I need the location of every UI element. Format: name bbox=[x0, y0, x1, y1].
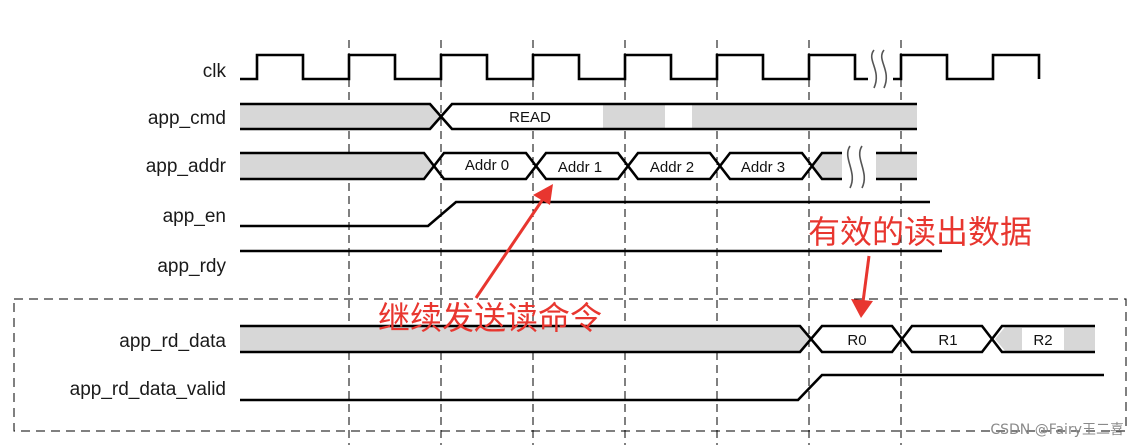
signal-label-app-en: app_en bbox=[163, 206, 226, 227]
cmd-hatched-segment bbox=[603, 104, 665, 129]
app-en-waveform bbox=[240, 200, 930, 228]
cmd-read-segment bbox=[441, 104, 603, 129]
continue-read-arrow-head bbox=[533, 184, 553, 205]
cmd-undefined-segment bbox=[240, 104, 441, 129]
rd-data-r2-label: R2 bbox=[1033, 332, 1052, 349]
signal-label-app-addr: app_addr bbox=[146, 156, 227, 177]
addr-0-label: Addr 0 bbox=[465, 157, 509, 174]
valid-data-arrow-head bbox=[851, 299, 873, 318]
addr-2-label: Addr 2 bbox=[650, 159, 694, 176]
valid-data-annotation: 有效的读出数据 bbox=[808, 213, 1032, 318]
read-data-group-box bbox=[13, 298, 1127, 432]
cmd-read-label: READ bbox=[509, 109, 551, 126]
app-rd-data-bus: R0 R1 R2 bbox=[240, 324, 1095, 354]
app-addr-bus: Addr 0 Addr 1 Addr 2 Addr 3 bbox=[240, 145, 917, 189]
rd-data-r2-window bbox=[1022, 328, 1064, 350]
cmd-gap-segment bbox=[665, 104, 692, 129]
signal-label-app-rd-data-valid: app_rd_data_valid bbox=[70, 379, 226, 400]
rd-data-r0-label: R0 bbox=[847, 332, 866, 349]
signal-label-app-rdy: app_rdy bbox=[157, 256, 226, 277]
clk-break-marks bbox=[870, 49, 888, 89]
app-rd-data-valid-waveform bbox=[240, 373, 1104, 402]
watermark: CSDN @Fairy王二喜 bbox=[990, 422, 1124, 438]
clk-waveform bbox=[240, 53, 868, 81]
addr-break-mark bbox=[846, 145, 854, 189]
continue-read-arrow bbox=[474, 198, 545, 299]
addr-undefined-segment bbox=[240, 153, 434, 179]
signal-label-app-cmd: app_cmd bbox=[148, 108, 226, 129]
cmd-edge-top bbox=[240, 102, 917, 131]
rd-data-r1-label: R1 bbox=[938, 332, 957, 349]
continue-read-annotation: 继续发送读命令 bbox=[378, 184, 602, 337]
addr-edge-b bbox=[240, 151, 917, 181]
clk-waveform-resumed bbox=[893, 53, 1041, 81]
signal-label-app-rd-data: app_rd_data bbox=[119, 331, 226, 352]
valid-data-arrow bbox=[861, 255, 871, 303]
cmd-tail-segment bbox=[692, 104, 917, 129]
valid-data-text: 有效的读出数据 bbox=[808, 213, 1032, 251]
rd-data-undefined-segment bbox=[240, 326, 812, 352]
signal-label-clk: clk bbox=[203, 61, 227, 82]
app-cmd-bus: READ bbox=[240, 102, 917, 131]
continue-read-text: 继续发送读命令 bbox=[378, 299, 602, 337]
rd-data-edge-b bbox=[240, 324, 1095, 354]
addr-3-label: Addr 3 bbox=[741, 159, 785, 176]
addr-break-mark bbox=[858, 145, 866, 189]
addr-1-label: Addr 1 bbox=[558, 159, 602, 176]
